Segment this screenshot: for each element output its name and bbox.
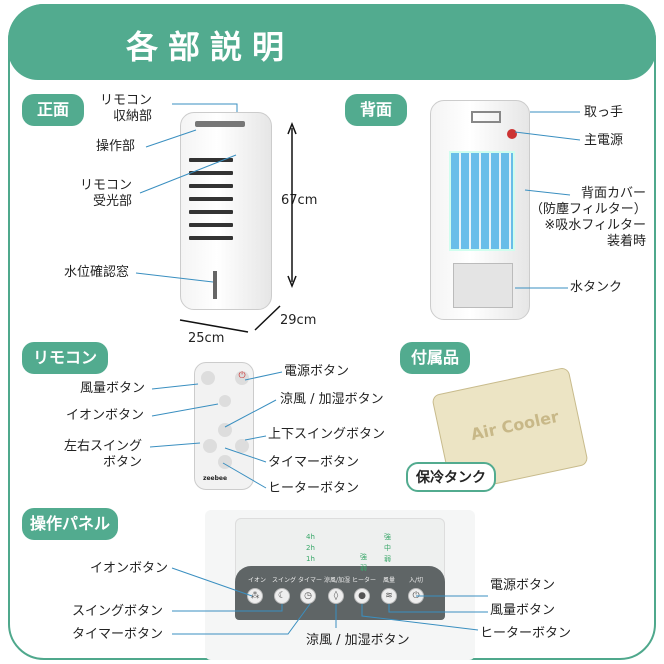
section-accessory: 付属品 xyxy=(400,342,470,374)
label-remote-storage: リモコン 収納部 xyxy=(100,93,153,124)
label-panel-wind: 風量ボタン xyxy=(490,603,556,618)
panel-text-wind: 風量 xyxy=(383,577,396,584)
front-unit-image xyxy=(180,112,272,310)
label-heater-button: ヒーターボタン xyxy=(268,481,360,496)
header: 各部説明 xyxy=(8,4,656,80)
panel-text-cool: 涼風/加湿 xyxy=(324,577,351,584)
panel-timer-button[interactable]: ◷ xyxy=(300,588,316,604)
label-water-tank: 水タンク xyxy=(570,280,623,295)
label-handle: 取っ手 xyxy=(584,105,624,120)
panel-wind-button[interactable]: ≋ xyxy=(381,588,397,604)
section-panel: 操作パネル xyxy=(22,508,118,540)
page-title: 各部説明 xyxy=(126,28,295,66)
label-wind-button: 風量ボタン xyxy=(80,381,146,396)
label-water-window: 水位確認窓 xyxy=(64,265,130,280)
label-panel-ion: イオンボタン xyxy=(90,561,169,576)
label-cool-button: 涼風 / 加湿ボタン xyxy=(280,392,384,407)
remote-control-image: ⏻ zeebee xyxy=(194,362,254,490)
panel-heater-button[interactable]: ● xyxy=(354,588,370,604)
label-timer-button: タイマーボタン xyxy=(268,455,360,470)
panel-power-button[interactable]: ⏻ xyxy=(408,588,424,604)
label-panel-timer: タイマーボタン xyxy=(72,627,164,642)
wind-indicators: 強中弱 xyxy=(384,533,391,563)
heat-indicators: 強弱 xyxy=(360,553,367,572)
panel-text-power: 入/切 xyxy=(409,577,424,584)
panel-text-timer: タイマー xyxy=(298,577,323,584)
panel-ion-button[interactable]: ⁂ xyxy=(247,588,263,604)
remote-logo: zeebee xyxy=(203,475,228,482)
dim-width: 25cm xyxy=(188,331,225,346)
back-unit-image xyxy=(430,100,530,320)
label-receiver: リモコン 受光部 xyxy=(80,178,133,209)
dim-height: 67cm xyxy=(281,193,318,208)
label-swing-lr-button: 左右スイング ボタン xyxy=(64,439,143,470)
panel-text-heater: ヒーター xyxy=(352,577,377,584)
label-swing-ud-button: 上下スイングボタン xyxy=(268,427,386,442)
section-front: 正面 xyxy=(22,94,84,126)
panel-cool-button[interactable]: ◊ xyxy=(328,588,344,604)
ice-pack-print: Air Cooler xyxy=(469,406,561,444)
label-panel-cool: 涼風 / 加湿ボタン xyxy=(306,633,410,648)
label-back-cover: 背面カバー （防塵フィルター） ※吸水フィルター 装着時 xyxy=(530,186,647,249)
panel-text-ion: イオン xyxy=(248,577,267,584)
dim-depth: 29cm xyxy=(280,313,317,328)
label-power-button: 電源ボタン xyxy=(284,364,350,379)
label-panel-heater: ヒーターボタン xyxy=(480,626,572,641)
label-ion-button: イオンボタン xyxy=(66,408,145,423)
section-remote: リモコン xyxy=(22,342,108,374)
label-control: 操作部 xyxy=(96,139,136,154)
label-panel-power: 電源ボタン xyxy=(490,578,556,593)
section-back: 背面 xyxy=(345,94,407,126)
label-panel-swing: スイングボタン xyxy=(72,604,164,619)
label-main-power: 主電源 xyxy=(584,133,624,148)
label-ice-pack: 保冷タンク xyxy=(406,462,496,492)
panel-text-swing: スイング xyxy=(272,577,297,584)
panel-swing-button[interactable]: ☾ xyxy=(274,588,290,604)
